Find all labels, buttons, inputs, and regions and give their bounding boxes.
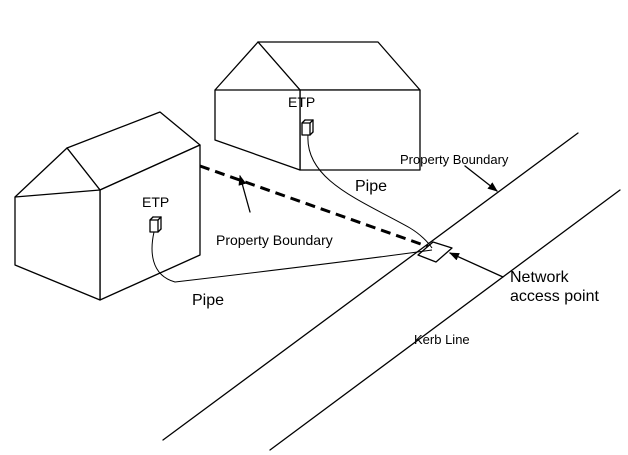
pipe-left [151, 231, 433, 283]
house-left [14, 111, 201, 301]
house-left-front-gable [14, 147, 101, 301]
pipe-label-left: Pipe [192, 292, 224, 309]
network-access-label-line2: access point [510, 288, 599, 305]
pipe-label-right: Pipe [355, 178, 387, 195]
property-boundary-line [162, 132, 579, 441]
kerb-line [269, 189, 621, 451]
arrow-property-boundary-mid [238, 175, 251, 213]
etp-label-right: ETP [288, 94, 315, 110]
etp-box-left-icon [149, 219, 159, 233]
arrow-property-boundary-top [464, 165, 498, 192]
pipe-right [307, 134, 433, 249]
etp-box-right-icon [301, 122, 311, 136]
network-access-label-line1: Network [510, 269, 570, 286]
arrow-network-access [449, 252, 504, 278]
house-right-front-gable [214, 41, 301, 171]
property-boundary-label-mid: Property Boundary [216, 232, 333, 248]
kerb-line-label: Kerb Line [414, 332, 470, 347]
house-right [214, 41, 421, 171]
etp-label-left: ETP [142, 194, 169, 210]
network-access-point [417, 241, 453, 263]
property-boundary-label-top: Property Boundary [400, 152, 509, 167]
